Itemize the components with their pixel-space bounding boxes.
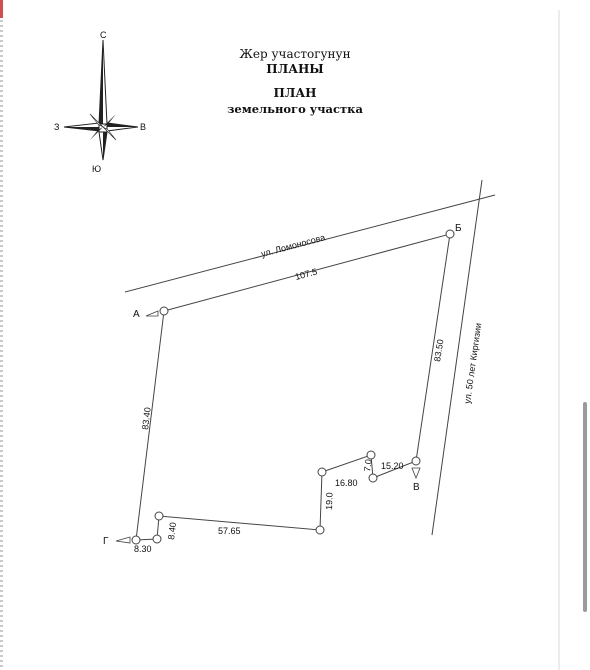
title-russian-line1: ПЛАН xyxy=(273,86,317,100)
compass-rose-icon: С Ю З В xyxy=(54,30,146,174)
vertex-7 xyxy=(315,525,325,535)
dim-w-x: 7.0 xyxy=(362,458,374,472)
dim-g-a: 83.40 xyxy=(140,407,153,431)
vertex-9 xyxy=(152,534,162,544)
compass-diag-ne xyxy=(103,114,116,127)
dim-r-g: 8.30 xyxy=(134,544,152,554)
marker-a-arrow xyxy=(145,310,159,317)
compass-diag-sw xyxy=(90,127,103,140)
compass-south-label: Ю xyxy=(92,164,101,174)
vertex-g xyxy=(131,535,141,545)
compass-west-arm-shade xyxy=(64,127,99,131)
street-line-lomonosova xyxy=(124,194,496,293)
vertex-v xyxy=(411,456,421,466)
point-label-b: Б xyxy=(455,223,462,234)
compass-north-arm-shade xyxy=(99,40,103,124)
dim-ab: 107.5 xyxy=(294,266,318,281)
compass-east-label: В xyxy=(140,122,146,132)
compass-diag-se xyxy=(102,126,117,141)
dim-z-q: 57.65 xyxy=(218,526,241,536)
compass-diag-nw xyxy=(89,113,104,128)
dim-q-r: 8.40 xyxy=(166,522,178,541)
compass-west-label: З xyxy=(54,122,59,132)
point-label-v: В xyxy=(413,482,420,493)
marker-v-arrow xyxy=(411,467,421,480)
vertex-6 xyxy=(317,467,327,477)
plot-boundary xyxy=(135,233,451,541)
marker-g-arrow xyxy=(115,536,131,544)
compass-north-label: С xyxy=(100,30,107,40)
vertical-scrollbar[interactable] xyxy=(583,402,587,612)
page-edge-line xyxy=(558,10,560,670)
plot-vertices xyxy=(131,229,455,545)
left-edge-strip xyxy=(0,0,3,670)
dim-v-w: 15.20 xyxy=(381,461,404,471)
street-line-50-let-kirgizii xyxy=(431,179,483,536)
vertex-b xyxy=(445,229,455,239)
left-edge-mark xyxy=(0,0,3,18)
point-label-a: А xyxy=(133,309,140,320)
title-kyrgyz-line1: Жер участогунун xyxy=(239,47,351,61)
compass-east-arm-shade xyxy=(107,123,138,127)
title-russian-line2: земельного участка xyxy=(227,102,363,116)
title-kyrgyz-line2: ПЛАНЫ xyxy=(266,62,324,76)
vertex-8 xyxy=(154,511,164,521)
vertex-5 xyxy=(366,450,376,460)
street-label-50-let-kirgizii: ул. 50 лет Киргизии xyxy=(462,322,483,404)
dim-y-z: 19.0 xyxy=(324,492,335,510)
dim-b-v: 83.50 xyxy=(432,338,445,362)
dim-x-y: 16.80 xyxy=(335,478,358,488)
vertex-4 xyxy=(368,473,378,483)
compass-south-arm-shade xyxy=(103,132,107,160)
vertex-a xyxy=(159,306,169,316)
street-label-lomonosova: ул. Ломоносова xyxy=(260,232,326,259)
point-label-g: Г xyxy=(103,536,109,547)
